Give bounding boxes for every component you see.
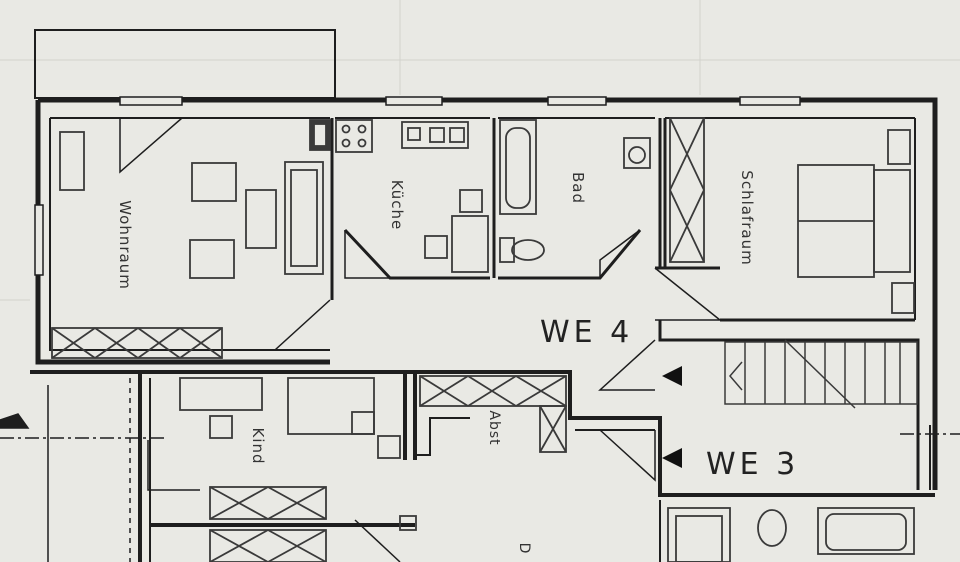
kind-furniture (179, 377, 417, 562)
we3-fixtures (667, 507, 915, 562)
room-label-schlafraum: Schlafraum (738, 170, 756, 265)
room-label-kuche: Küche (388, 180, 406, 231)
section-line (0, 378, 960, 562)
room-label-wohnraum: Wohnraum (116, 200, 134, 290)
room-label-bad: Bad (569, 172, 587, 204)
kuche-furniture (309, 119, 489, 273)
lower-walls (30, 370, 935, 562)
staircase (724, 339, 918, 409)
balcony (34, 29, 336, 99)
room-label-kind: Kind (249, 427, 267, 464)
unit-label-we3: WE 3 (706, 447, 799, 482)
windows (34, 96, 801, 276)
room-label-fragment: D (516, 543, 532, 554)
exterior-walls-inner (49, 117, 916, 351)
door-swings (119, 117, 723, 562)
room-label-abst: Abst (486, 410, 502, 445)
bad-fixtures (499, 119, 651, 263)
abst-shelves (419, 375, 567, 453)
lower-walls-thin (149, 378, 931, 562)
faint-grid (0, 0, 960, 301)
schlafraum-furniture (669, 117, 915, 314)
entry-arrows (662, 366, 682, 468)
interior-walls (330, 118, 920, 490)
unit-label-we4: WE 4 (540, 315, 633, 350)
wohnraum-furniture (51, 131, 324, 359)
